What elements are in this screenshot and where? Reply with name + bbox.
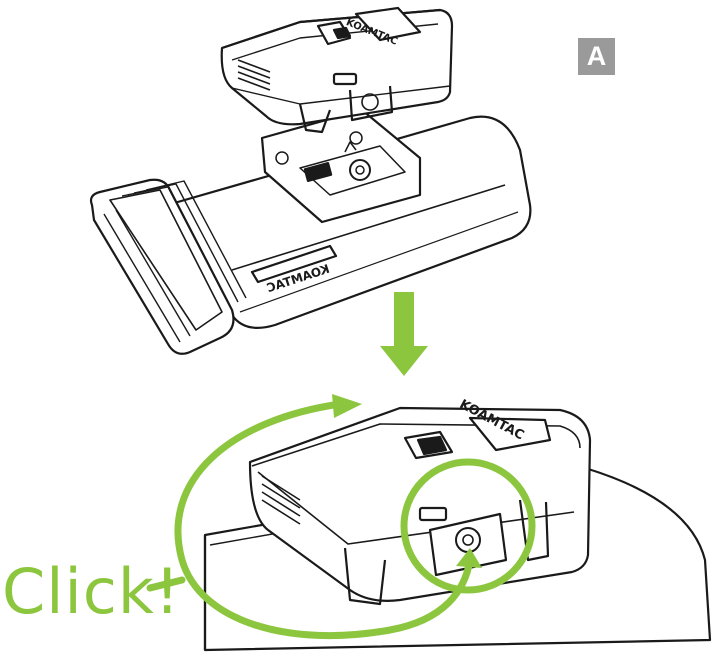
rotation-arc-arrowhead-bottom bbox=[456, 548, 482, 568]
rotation-arc-arrowhead-top bbox=[332, 394, 362, 418]
click-pointer-line bbox=[146, 576, 186, 592]
scanner-top bbox=[220, 6, 454, 134]
step-badge: A bbox=[578, 38, 615, 75]
rotation-arc bbox=[174, 400, 474, 640]
latch-highlight-circle bbox=[400, 458, 536, 594]
scanner-bottom bbox=[248, 406, 592, 606]
down-arrow bbox=[380, 292, 428, 376]
holder-sled-top bbox=[89, 108, 532, 355]
click-label: Click! bbox=[2, 555, 181, 628]
